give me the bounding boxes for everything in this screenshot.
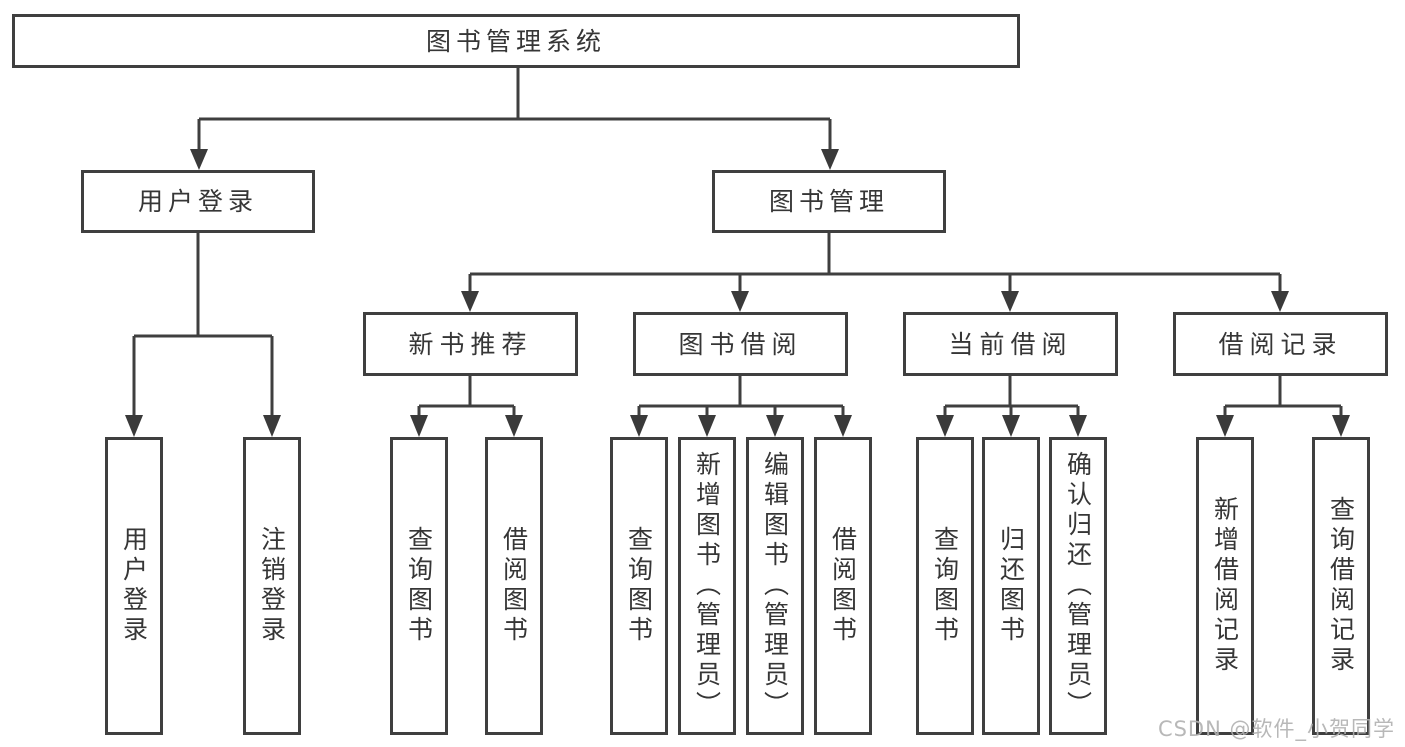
node-user-login: 用户登录: [81, 170, 315, 233]
leaf-return-books: 归还图书: [982, 437, 1040, 735]
node-book-borrowing: 图书借阅: [633, 312, 848, 376]
node-book-management: 图书管理: [712, 170, 946, 233]
leaf-query-books-recommend: 查询图书: [390, 437, 448, 735]
node-book-management-system: 图书管理系统: [12, 14, 1020, 68]
leaf-logout: 注销登录: [243, 437, 301, 735]
leaf-query-books-current: 查询图书: [916, 437, 974, 735]
connector-records-to-leaves: [1216, 376, 1350, 437]
connector-newbook-to-leaves: [410, 376, 523, 437]
leaf-add-book-admin: 新增图书（管理员）: [678, 437, 736, 735]
connector-borrowing-to-leaves: [630, 376, 852, 437]
connector-book-mgmt-to-level3: [461, 233, 1289, 312]
leaf-edit-book-admin: 编辑图书（管理员）: [746, 437, 804, 735]
leaf-user-login: 用户登录: [105, 437, 163, 735]
connector-current-to-leaves: [936, 376, 1087, 437]
connector-root-to-level2: [190, 68, 839, 170]
node-new-book-recommend: 新书推荐: [363, 312, 578, 376]
leaf-add-borrow-record: 新增借阅记录: [1196, 437, 1254, 735]
connector-user-login-to-leaves: [125, 233, 281, 437]
leaf-query-books-borrowing: 查询图书: [610, 437, 668, 735]
csdn-watermark: CSDN @软件_小贺同学: [1157, 717, 1395, 741]
leaf-confirm-return-admin: 确认归还（管理员）: [1049, 437, 1107, 735]
node-borrowing-records: 借阅记录: [1173, 312, 1388, 376]
leaf-borrow-books-borrowing: 借阅图书: [814, 437, 872, 735]
leaf-borrow-books-recommend: 借阅图书: [485, 437, 543, 735]
leaf-query-borrow-record: 查询借阅记录: [1312, 437, 1370, 735]
node-current-borrowing: 当前借阅: [903, 312, 1118, 376]
